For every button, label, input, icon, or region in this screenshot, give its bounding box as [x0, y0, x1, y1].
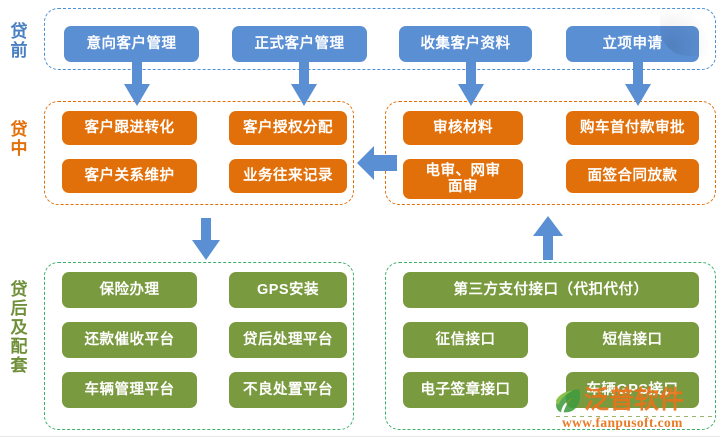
- node-credit-reporting-interface[interactable]: 征信接口: [403, 322, 528, 358]
- stage-label-char: 套: [10, 356, 28, 375]
- node-business-transaction-records[interactable]: 业务往来记录: [229, 159, 347, 193]
- node-insurance-processing[interactable]: 保险办理: [62, 272, 197, 308]
- node-face-to-face-contract-disbursement[interactable]: 面签合同放款: [566, 159, 699, 193]
- node-vehicle-gps-interface[interactable]: 车辆GPS接口: [566, 372, 699, 408]
- arrow-down-to-post-left-icon: [192, 218, 220, 260]
- node-intent-customer-management[interactable]: 意向客户管理: [64, 26, 199, 62]
- watermark-divider: [556, 416, 714, 417]
- watermark-row: 泛普软件: [554, 386, 684, 414]
- node-gps-installation[interactable]: GPS安装: [229, 272, 347, 308]
- node-customer-relationship-maintenance[interactable]: 客户关系维护: [62, 159, 197, 193]
- node-customer-follow-up-conversion[interactable]: 客户跟进转化: [62, 111, 197, 145]
- arrow-up-to-mid-right-icon: [533, 216, 563, 260]
- watermark: 泛普软件 www.fanpusoft.com: [548, 386, 720, 438]
- arrow-down-formal-icon: [291, 60, 317, 106]
- group-post-loan-services: [44, 262, 354, 430]
- stage-label-char: 前: [10, 41, 28, 60]
- arrow-left-review-to-customer-icon: [357, 146, 397, 180]
- node-formal-customer-management[interactable]: 正式客户管理: [232, 26, 367, 62]
- stage-label-post-loan: 贷 后 及 配 套: [2, 280, 36, 375]
- node-project-application[interactable]: 立项申请: [566, 26, 699, 62]
- stage-label-in-loan: 贷 中: [2, 120, 36, 158]
- node-repayment-collection-platform[interactable]: 还款催收平台: [62, 322, 197, 358]
- watermark-brand: 泛普软件: [584, 386, 685, 414]
- node-line-1: 电审、网审: [425, 163, 501, 179]
- arrow-down-intent-icon: [124, 60, 150, 106]
- node-customer-authorization-allocation[interactable]: 客户授权分配: [229, 111, 347, 145]
- node-collect-customer-materials[interactable]: 收集客户资料: [399, 26, 532, 62]
- node-electronic-signature-interface[interactable]: 电子签章接口: [403, 372, 528, 408]
- group-pre-loan: [44, 8, 716, 70]
- node-third-party-payment-interface[interactable]: 第三方支付接口（代扣代付）: [403, 272, 699, 308]
- node-vehicle-management-platform[interactable]: 车辆管理平台: [62, 372, 197, 408]
- node-review-materials[interactable]: 审核材料: [403, 111, 523, 145]
- stage-label-char: 及: [10, 318, 28, 337]
- stage-label-char: 贷: [10, 22, 28, 41]
- stage-label-char: 贷: [10, 280, 28, 299]
- group-in-loan-approval: [385, 101, 716, 205]
- leaf-logo-icon: [555, 389, 581, 413]
- node-bad-debt-disposal-platform[interactable]: 不良处置平台: [229, 372, 347, 408]
- node-down-payment-approval[interactable]: 购车首付款审批: [566, 111, 699, 145]
- node-post-loan-processing-platform[interactable]: 贷后处理平台: [229, 322, 347, 358]
- stage-label-char: 贷: [10, 120, 28, 139]
- group-post-loan-interfaces: [385, 262, 716, 430]
- watermark-url: www.fanpusoft.com: [562, 415, 683, 430]
- arrow-down-collect-icon: [458, 60, 484, 106]
- stage-label-char: 中: [10, 139, 28, 158]
- stage-label-char: 配: [10, 337, 28, 356]
- stage-label-char: 后: [10, 299, 28, 318]
- node-phone-online-face-review[interactable]: 电审、网审 面审: [403, 159, 523, 199]
- group-in-loan-customer: [44, 101, 354, 205]
- stage-label-pre-loan: 贷 前: [2, 22, 36, 60]
- node-sms-interface[interactable]: 短信接口: [566, 322, 699, 358]
- arrow-down-project-icon: [625, 60, 651, 106]
- bottom-divider: [0, 436, 720, 437]
- node-line-2: 面审: [448, 179, 478, 195]
